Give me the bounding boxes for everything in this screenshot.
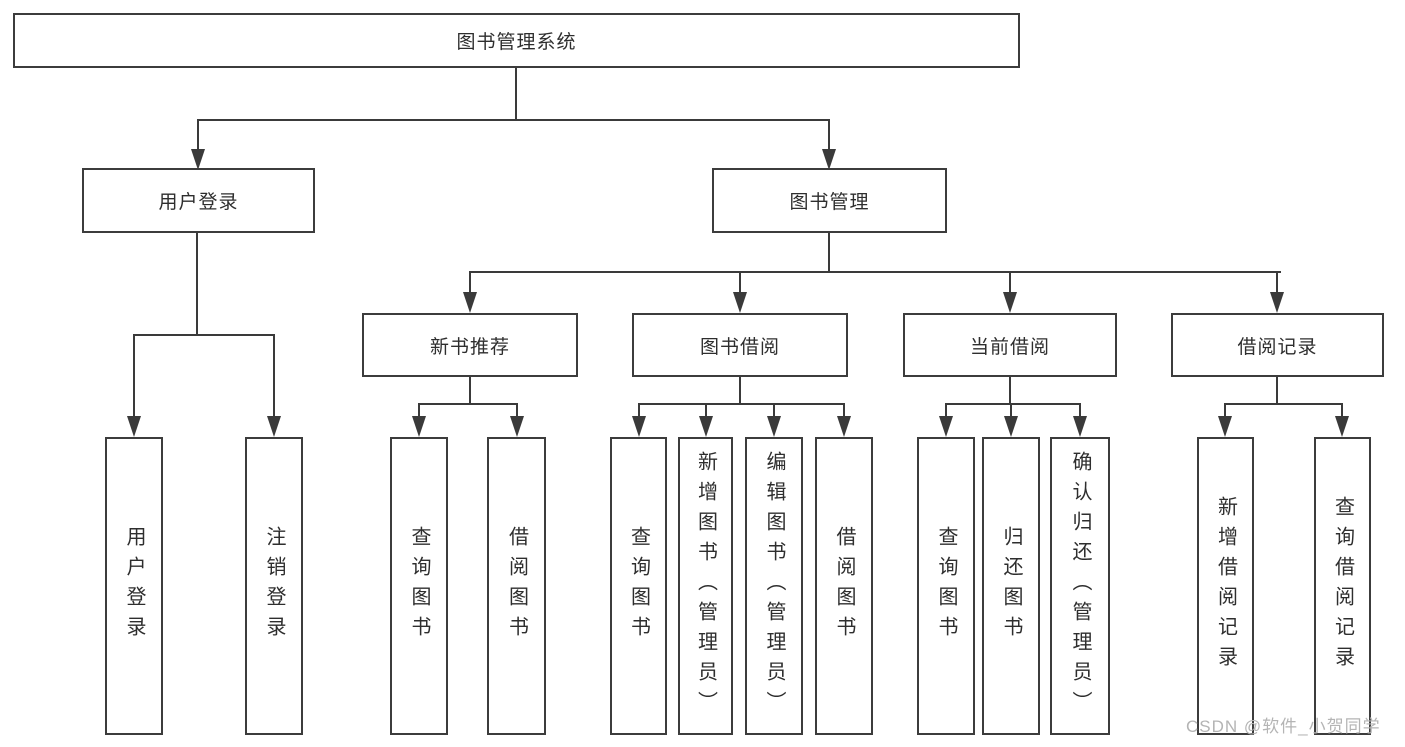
csdn-watermark: CSDN @软件_小贺同学 xyxy=(1186,717,1381,736)
connector-line xyxy=(828,233,830,273)
node-label: 新增借阅记录 xyxy=(1214,496,1237,676)
node-leaf-query-books-2: 查询图书 xyxy=(610,437,667,735)
node-leaf-query-borrow-record: 查询借阅记录 xyxy=(1314,437,1371,735)
node-label: 新书推荐 xyxy=(429,336,510,358)
node-label: 图书管理系统 xyxy=(456,32,577,53)
connector-line xyxy=(516,403,518,418)
connector-line xyxy=(418,403,420,418)
arrow-down-icon xyxy=(1218,416,1232,437)
connector-line xyxy=(469,271,1281,273)
connector-line xyxy=(1224,403,1226,418)
arrow-down-icon xyxy=(939,416,953,437)
node-label: 确认归还（管理员） xyxy=(1069,451,1091,721)
connector-line xyxy=(739,271,741,294)
connector-line xyxy=(196,233,198,336)
node-leaf-confirm-return-admin: 确认归还（管理员） xyxy=(1050,437,1110,735)
node-label: 新增图书（管理员） xyxy=(694,451,717,721)
node-label: 查询图书 xyxy=(935,526,957,646)
connector-line xyxy=(1079,403,1081,418)
node-root-system: 图书管理系统 xyxy=(13,13,1020,68)
connector-line xyxy=(469,271,471,294)
node-leaf-logout: 注销登录 xyxy=(245,437,303,735)
connector-line xyxy=(945,403,947,418)
node-leaf-borrow-books-2: 借阅图书 xyxy=(815,437,873,735)
connector-line xyxy=(1009,271,1011,294)
node-leaf-query-books-1: 查询图书 xyxy=(390,437,448,735)
node-label: 注销登录 xyxy=(263,526,285,646)
connector-line xyxy=(843,403,845,418)
node-label: 图书管理 xyxy=(789,192,870,213)
arrow-down-icon xyxy=(1335,416,1349,437)
node-leaf-add-borrow-record: 新增借阅记录 xyxy=(1197,437,1254,735)
node-borrow-records: 借阅记录 xyxy=(1171,313,1384,377)
connector-line xyxy=(197,119,830,121)
connector-line xyxy=(1009,377,1011,405)
arrow-down-icon xyxy=(822,149,836,170)
connector-line xyxy=(638,403,640,418)
arrow-down-icon xyxy=(1004,416,1018,437)
arrow-down-icon xyxy=(733,292,747,313)
connector-line xyxy=(273,334,275,418)
connector-line xyxy=(515,68,517,120)
arrow-down-icon xyxy=(1073,416,1087,437)
connector-line xyxy=(1276,377,1278,405)
node-new-book-recommend: 新书推荐 xyxy=(362,313,578,377)
node-current-borrow: 当前借阅 xyxy=(903,313,1117,377)
arrow-down-icon xyxy=(412,416,426,437)
arrow-down-icon xyxy=(1270,292,1284,313)
connector-line xyxy=(945,403,1080,405)
node-label: 借阅图书 xyxy=(505,526,528,646)
node-label: 归还图书 xyxy=(1000,526,1022,646)
connector-line xyxy=(133,334,135,418)
node-label: 借阅记录 xyxy=(1237,336,1318,358)
connector-line xyxy=(705,403,707,418)
node-leaf-add-books-admin: 新增图书（管理员） xyxy=(678,437,733,735)
node-label: 用户登录 xyxy=(123,526,145,646)
connector-line xyxy=(828,119,830,151)
connector-line xyxy=(418,403,518,405)
arrow-down-icon xyxy=(191,149,205,170)
connector-line xyxy=(197,119,199,151)
node-leaf-borrow-books-1: 借阅图书 xyxy=(487,437,546,735)
node-label: 查询借阅记录 xyxy=(1331,496,1354,676)
node-book-borrow: 图书借阅 xyxy=(632,313,848,377)
node-label: 借阅图书 xyxy=(833,526,855,646)
arrow-down-icon xyxy=(510,416,524,437)
node-label: 图书借阅 xyxy=(699,336,780,358)
connector-line xyxy=(1010,403,1012,418)
arrow-down-icon xyxy=(632,416,646,437)
arrow-down-icon xyxy=(463,292,477,313)
node-leaf-query-books-3: 查询图书 xyxy=(917,437,975,735)
node-label: 查询图书 xyxy=(408,526,430,646)
arrow-down-icon xyxy=(1003,292,1017,313)
node-label: 当前借阅 xyxy=(969,336,1050,358)
arrow-down-icon xyxy=(767,416,781,437)
node-label: 查询图书 xyxy=(627,526,650,646)
node-leaf-return-books: 归还图书 xyxy=(982,437,1040,735)
connector-line xyxy=(133,334,275,336)
node-user-login: 用户登录 xyxy=(82,168,315,233)
connector-line xyxy=(469,377,471,405)
connector-line xyxy=(1276,271,1278,294)
node-label: 编辑图书（管理员） xyxy=(763,451,785,721)
arrow-down-icon xyxy=(127,416,141,437)
connector-line xyxy=(1224,403,1343,405)
arrow-down-icon xyxy=(699,416,713,437)
node-leaf-edit-books-admin: 编辑图书（管理员） xyxy=(745,437,803,735)
node-book-management: 图书管理 xyxy=(712,168,947,233)
arrow-down-icon xyxy=(837,416,851,437)
connector-line xyxy=(739,377,741,405)
node-label: 用户登录 xyxy=(158,192,239,213)
arrow-down-icon xyxy=(267,416,281,437)
node-leaf-user-login: 用户登录 xyxy=(105,437,163,735)
connector-line xyxy=(773,403,775,418)
connector-line xyxy=(638,403,844,405)
connector-line xyxy=(1341,403,1343,418)
